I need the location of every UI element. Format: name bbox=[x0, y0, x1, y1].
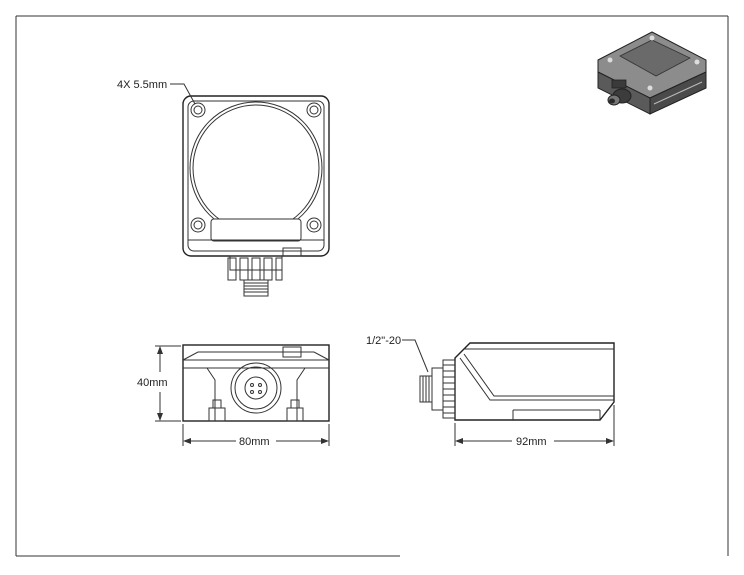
side-view bbox=[402, 339, 615, 421]
drawing-frame bbox=[15, 15, 729, 557]
front-view bbox=[182, 344, 330, 422]
length-dimension-label: 92mm bbox=[516, 436, 547, 448]
width-dimension-label: 80mm bbox=[239, 436, 270, 448]
hole-callout-label: 4X 5.5mm bbox=[117, 79, 167, 91]
width-dimension bbox=[182, 424, 330, 446]
isometric-view bbox=[597, 31, 707, 115]
top-view bbox=[170, 83, 330, 297]
front-connector bbox=[230, 362, 282, 414]
hole-leader-line bbox=[170, 83, 196, 105]
thread-leader-line bbox=[402, 339, 429, 373]
height-dimension-label: 40mm bbox=[137, 377, 168, 389]
height-dimension bbox=[155, 345, 181, 422]
mounting-holes bbox=[190, 102, 322, 233]
side-connector bbox=[419, 359, 456, 419]
length-dimension bbox=[454, 405, 615, 446]
thread-callout-label: 1/2"-20 bbox=[366, 335, 401, 347]
connector-top-view bbox=[227, 255, 283, 297]
